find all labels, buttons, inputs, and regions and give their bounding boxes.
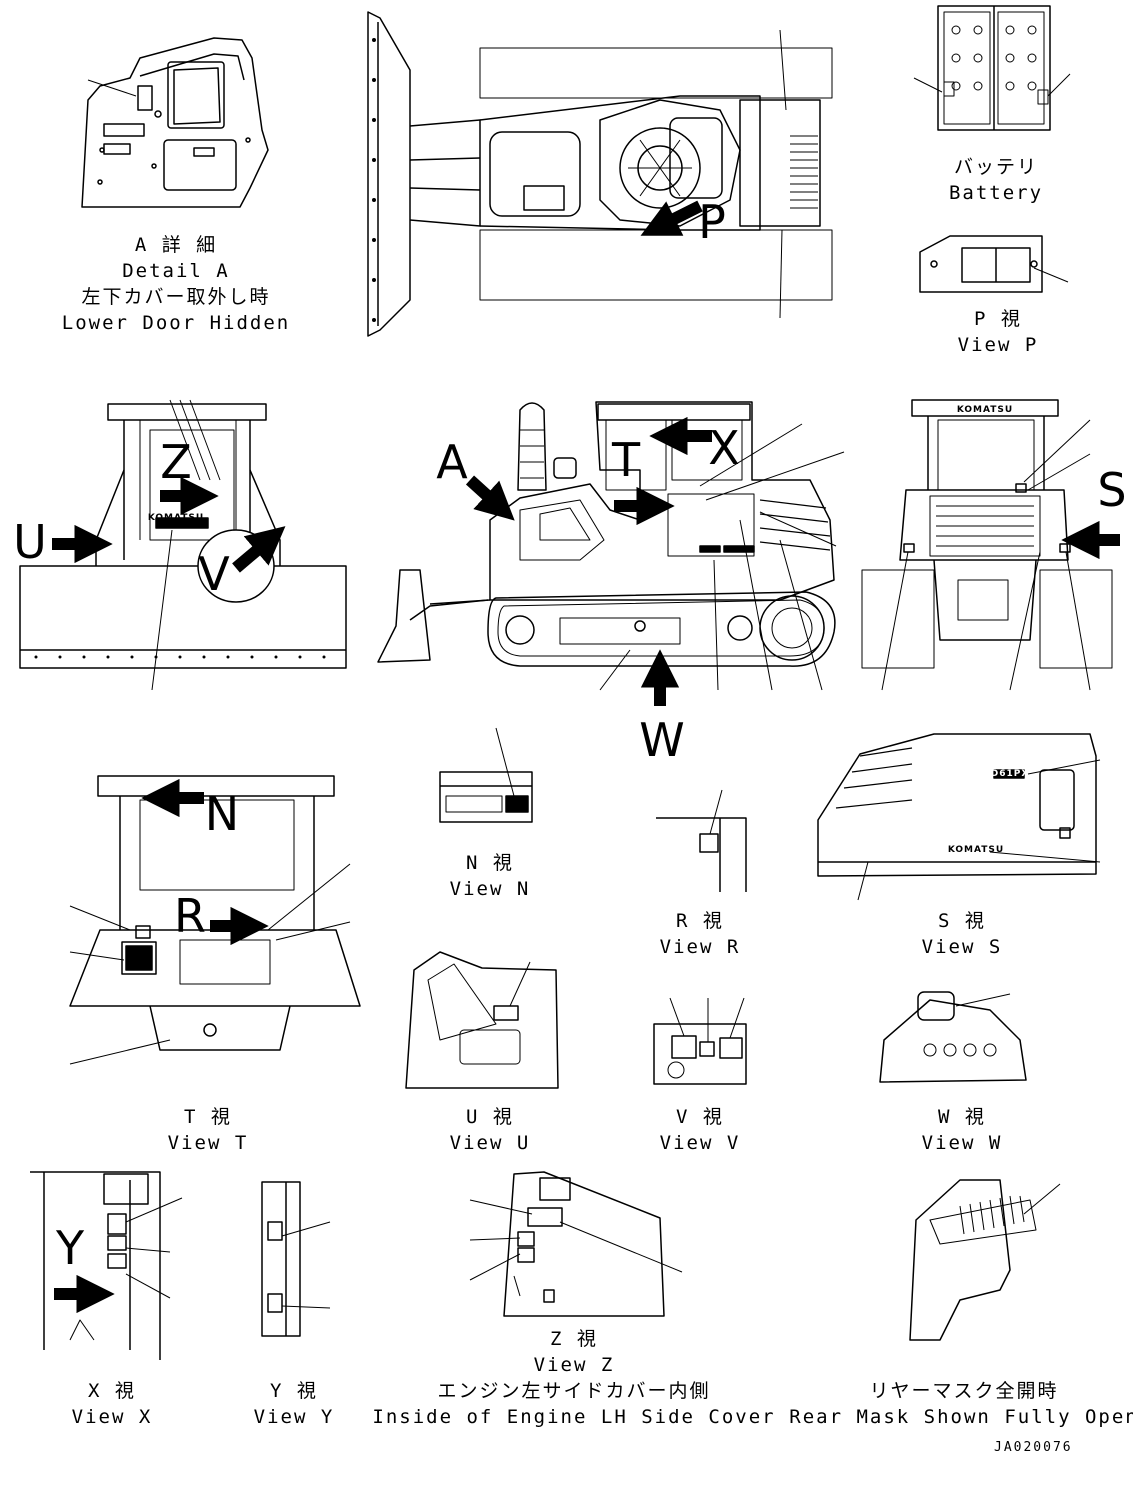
rear-mask-drawing xyxy=(909,1179,1061,1341)
brand-decal-rear: KOMATSU xyxy=(956,405,1014,415)
callout-letter-x: X xyxy=(708,421,740,475)
callout-letter-r: R xyxy=(174,889,206,943)
side-view-drawing xyxy=(377,401,845,706)
brand-decal-front: KOMATSU xyxy=(147,513,205,523)
view-x-drawing xyxy=(30,1171,183,1360)
drawing-code: JA020076 xyxy=(994,1440,1073,1455)
model-decal-side: D61PX xyxy=(990,769,1030,779)
brand-decal-side: KOMATSU xyxy=(947,845,1005,855)
view-s-drawing xyxy=(817,733,1101,901)
callout-letter-y: Y xyxy=(55,1221,85,1275)
view-t-drawing xyxy=(69,775,361,1065)
battery-drawing xyxy=(913,5,1071,131)
arrow-p xyxy=(640,200,703,236)
callout-letter-z: Z xyxy=(160,435,192,489)
callout-letter-p: P xyxy=(698,195,726,249)
callout-letter-t: T xyxy=(611,433,641,487)
arrow-v xyxy=(232,526,286,573)
view-p-drawing xyxy=(919,235,1069,293)
view-n-drawing xyxy=(439,727,533,823)
callout-letter-a: A xyxy=(436,435,468,489)
callout-letter-u: U xyxy=(13,515,47,569)
callout-letter-s: S xyxy=(1097,463,1127,517)
view-y-drawing xyxy=(261,1181,331,1337)
view-z-drawing xyxy=(469,1171,683,1317)
view-w-drawing xyxy=(879,991,1027,1083)
front-view-drawing xyxy=(19,399,347,691)
view-v-drawing xyxy=(653,997,747,1085)
view-r-drawing xyxy=(656,789,747,892)
callout-letter-n: N xyxy=(204,787,240,841)
rear-view-drawing xyxy=(861,399,1120,691)
arrow-a xyxy=(465,475,515,521)
callout-letter-v: V xyxy=(198,547,230,601)
view-u-drawing xyxy=(405,951,559,1089)
top-view-drawing xyxy=(367,11,833,337)
detail-a-drawing xyxy=(81,37,269,208)
callout-letter-w: W xyxy=(639,713,685,767)
